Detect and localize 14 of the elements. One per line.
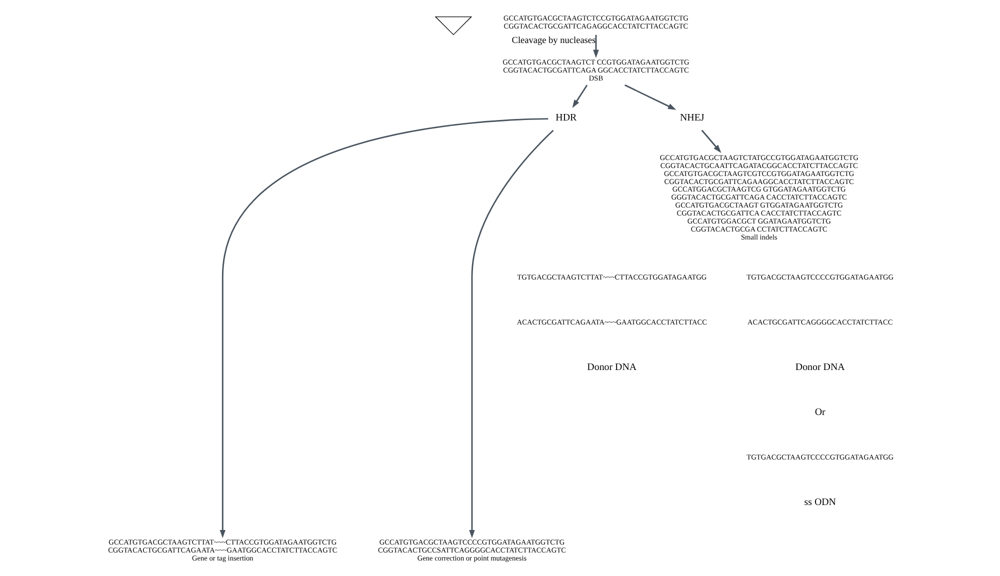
arrow: [219, 118, 548, 538]
edge-label: Cleavage by nucleases: [511, 36, 596, 46]
node-text: NHEJ: [679, 112, 704, 124]
arrow: [592, 34, 598, 58]
label: ss ODN: [804, 497, 836, 508]
arrow: [700, 130, 721, 153]
label: Or: [814, 406, 825, 418]
label: Donor DNA: [586, 362, 636, 373]
node-picture: [434, 16, 472, 36]
arrow: [572, 84, 588, 108]
node-text: HDR: [555, 112, 576, 124]
arrow: [624, 84, 676, 110]
arrow: [468, 130, 554, 538]
label: Donor DNA: [794, 362, 844, 373]
